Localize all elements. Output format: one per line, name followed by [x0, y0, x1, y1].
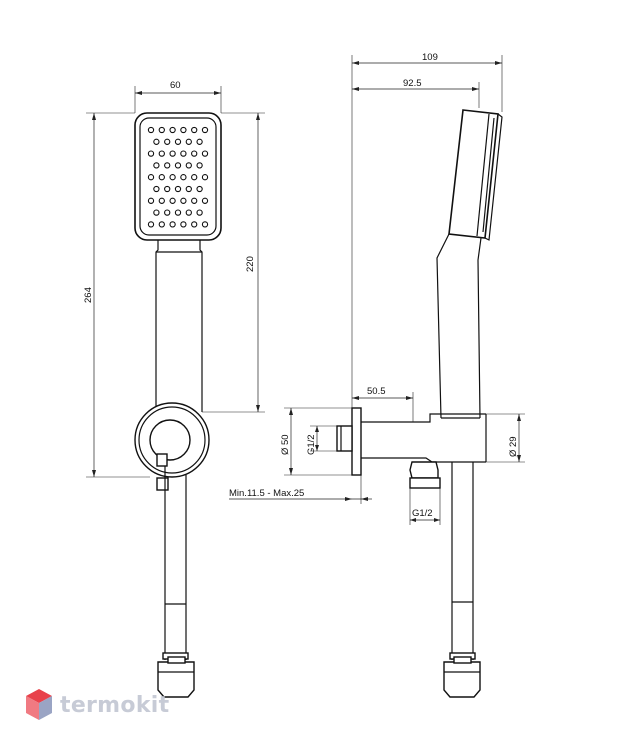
- spray-nozzle: [185, 209, 192, 216]
- spray-nozzles: [147, 126, 209, 228]
- spray-nozzle: [180, 126, 187, 134]
- spray-nozzle: [153, 162, 160, 169]
- spray-nozzle: [158, 174, 165, 181]
- spray-nozzle: [153, 185, 160, 193]
- spray-nozzle: [169, 221, 176, 228]
- spray-nozzle: [147, 150, 155, 157]
- spray-nozzle: [201, 126, 209, 134]
- hose-connector: [156, 477, 169, 491]
- spray-nozzle: [164, 138, 171, 145]
- bracket-body: [361, 413, 486, 463]
- side-dimensions: 109 92.5 50.5 Ø 50 G1/2 Ø 29: [229, 52, 525, 525]
- dim-head-depth: 92.5: [403, 78, 422, 89]
- dim-body-diameter: Ø 29: [508, 436, 519, 457]
- dim-thread-inlet: G1/2: [306, 434, 317, 455]
- spray-nozzle: [164, 162, 171, 169]
- spray-nozzle: [158, 197, 165, 204]
- dim-overall-depth: 109: [422, 52, 438, 63]
- spray-nozzle: [180, 150, 187, 157]
- spray-nozzle: [147, 126, 155, 134]
- spray-nozzle: [169, 150, 176, 157]
- spray-nozzle: [169, 126, 176, 134]
- spray-nozzle: [153, 209, 160, 216]
- spray-nozzle: [174, 162, 182, 169]
- side-handle: [436, 233, 482, 419]
- spray-nozzle: [158, 221, 165, 228]
- spray-nozzle: [147, 197, 155, 204]
- dim-flange-diameter: Ø 50: [280, 434, 291, 455]
- spray-nozzle: [185, 162, 192, 169]
- spray-nozzle: [191, 221, 198, 228]
- spray-nozzle: [191, 150, 198, 157]
- watermark-logo: termokit: [24, 688, 169, 722]
- spray-nozzle: [174, 185, 182, 193]
- inlet-thread: [336, 425, 353, 452]
- wall-bracket-ring: [138, 406, 206, 474]
- spray-nozzle: [196, 185, 203, 193]
- handle: [155, 240, 203, 412]
- spray-nozzle: [201, 150, 209, 157]
- front-view: [134, 112, 222, 698]
- spray-nozzle: [196, 162, 203, 169]
- spray-nozzle: [185, 185, 192, 193]
- dim-head-width: 60: [170, 80, 181, 91]
- side-hose-end-nut: [443, 661, 481, 698]
- spray-nozzle: [191, 174, 198, 181]
- spray-nozzle: [201, 197, 209, 204]
- spray-nozzle: [158, 126, 165, 134]
- outlet-connector: [409, 461, 439, 479]
- spray-nozzle: [169, 174, 176, 181]
- spray-nozzle: [180, 221, 187, 228]
- shower-head-outer: [134, 112, 222, 241]
- shower-head-inner: [139, 117, 217, 236]
- spray-nozzle: [201, 221, 209, 228]
- spray-nozzle: [147, 221, 155, 228]
- spray-nozzle: [180, 174, 187, 181]
- wall-flange: [351, 407, 362, 476]
- spray-nozzle: [158, 150, 165, 157]
- spray-nozzle: [164, 185, 171, 193]
- dim-outlet-offset: 50.5: [367, 386, 386, 397]
- spray-nozzle: [174, 138, 182, 145]
- spray-nozzle: [174, 209, 182, 216]
- spray-nozzle: [191, 126, 198, 134]
- spray-nozzle: [196, 138, 203, 145]
- wall-bracket-hole: [149, 419, 191, 461]
- termokit-cube-icon: [26, 689, 52, 720]
- spray-nozzle: [201, 174, 209, 181]
- dim-wall-adjust: Min.11.5 - Max.25: [229, 488, 304, 499]
- dim-handle-length: 220: [245, 256, 256, 272]
- dim-total-length: 264: [83, 287, 94, 303]
- spray-nozzle: [147, 174, 155, 181]
- hose-end-nut: [157, 661, 195, 698]
- spray-nozzle: [191, 197, 198, 204]
- spray-nozzle: [196, 209, 203, 216]
- front-dimensions: 60 264 220: [83, 80, 265, 478]
- spray-nozzle: [185, 138, 192, 145]
- side-view: [336, 109, 503, 698]
- dim-thread-outlet: G1/2: [412, 508, 433, 519]
- spray-nozzle: [180, 197, 187, 204]
- spray-nozzle: [153, 138, 160, 145]
- watermark-text: termokit: [60, 692, 170, 718]
- spray-nozzle: [164, 209, 171, 216]
- spray-nozzle: [169, 197, 176, 204]
